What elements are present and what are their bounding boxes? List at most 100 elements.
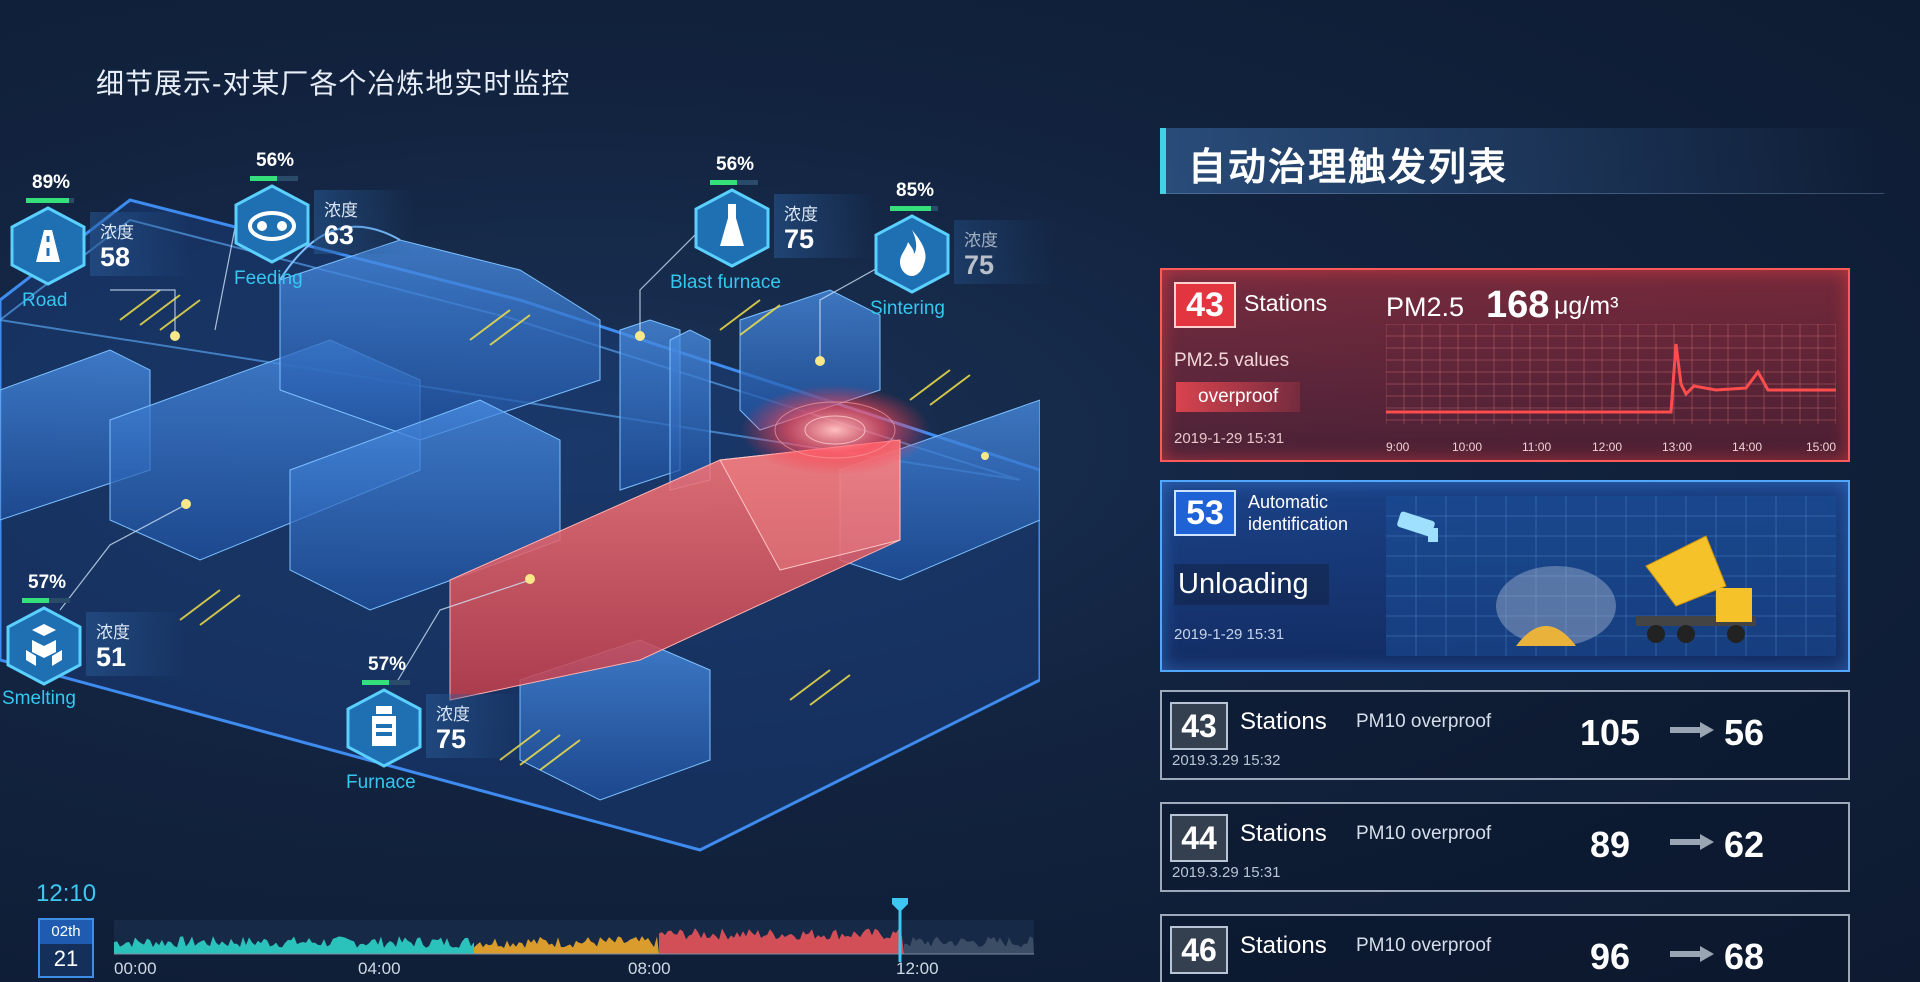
road-icon — [10, 206, 86, 286]
panel-header: 自动治理触发列表 — [1160, 128, 1884, 194]
site-percent-bar — [26, 198, 74, 203]
site-name: Smelting — [2, 688, 76, 709]
timeline-activity-segment — [659, 928, 904, 954]
page-title: 细节展示-对某厂各个冶炼地实时监控 — [96, 68, 571, 99]
site-value: 51 — [96, 642, 127, 672]
timeline-tick: 00:00 — [114, 959, 157, 978]
site-name: Blast furnace — [670, 272, 781, 293]
site-percent: 56% — [256, 150, 295, 171]
panel-title: 自动治理触发列表 — [1188, 147, 1509, 189]
blast-furnace-icon — [694, 188, 770, 268]
timeline-track[interactable] — [114, 918, 1034, 956]
site-value: 75 — [784, 224, 815, 254]
site-percent-fill — [250, 176, 277, 181]
chart-tick: 11:00 — [1522, 440, 1552, 454]
identify-label-line2: identification — [1248, 514, 1349, 534]
value-after: 62 — [1724, 824, 1765, 865]
station-count-label: Stations — [1240, 820, 1327, 847]
site-value: 75 — [964, 250, 995, 280]
unloading-camera-view — [1386, 496, 1836, 656]
date-selector[interactable]: 02th 21 — [38, 918, 94, 978]
alert-description: PM2.5 values — [1174, 350, 1290, 371]
alert-card-unloading[interactable]: 53 Automatic identification Unloading 20… — [1160, 480, 1850, 672]
site-percent-fill — [22, 598, 50, 603]
status-badge: overproof — [1176, 382, 1301, 412]
station-count-badge: 46 — [1170, 926, 1228, 974]
timeline-tick: 08:00 — [628, 959, 671, 978]
furnace-icon — [346, 688, 422, 768]
timeline-activity-segment — [904, 936, 1034, 954]
factory-illustration — [0, 198, 1040, 852]
value-before: 89 — [1589, 824, 1631, 865]
timeline-tick: 12:00 — [896, 959, 939, 978]
alert-card-pm25[interactable]: 43 Stations PM2.5 168 μg/m³ PM2.5 values… — [1160, 268, 1850, 462]
station-count-badge: 53 — [1174, 490, 1236, 536]
timeline-playhead[interactable] — [888, 896, 912, 964]
chart-tick: 9:00 — [1386, 440, 1410, 454]
timeline-activity-segment — [474, 936, 659, 954]
station-count-badge: 44 — [1170, 814, 1228, 862]
alert-description: PM10 overproof — [1356, 823, 1492, 844]
date-number: 21 — [53, 946, 79, 971]
site-percent: 57% — [28, 572, 67, 593]
value-after: 68 — [1724, 936, 1765, 977]
station-count-label: Stations — [1244, 290, 1328, 316]
alert-list-item[interactable]: 43 Stations PM10 overproof 2019.3.29 15:… — [1160, 690, 1850, 780]
site-metric-label: 浓度 — [964, 231, 998, 250]
camera-icon — [1397, 511, 1438, 542]
site-value: 75 — [436, 724, 467, 754]
site-percent-fill — [710, 180, 737, 185]
alert-time: 2019-1-29 15:31 — [1174, 626, 1285, 643]
chart-tick: 13:00 — [1662, 440, 1693, 454]
station-count-badge: 43 — [1170, 702, 1228, 750]
site-value: 58 — [100, 242, 131, 272]
site-name: Sintering — [870, 298, 945, 319]
timeline-tick: 04:00 — [358, 959, 401, 978]
chart-tick: 10:00 — [1452, 440, 1483, 454]
site-percent-fill — [362, 680, 390, 685]
site-name: Feeding — [234, 268, 303, 289]
event-badge: Unloading — [1174, 564, 1329, 605]
station-count-badge: 43 — [1174, 282, 1236, 328]
alert-list-item[interactable]: 46 Stations PM10 overproof 96 68 — [1160, 914, 1850, 982]
pm25-trend-chart — [1386, 324, 1836, 424]
pollutant-name: PM2.5 — [1386, 292, 1465, 322]
chart-tick: 15:00 — [1806, 440, 1837, 454]
timeline-activity-segment — [114, 936, 474, 954]
site-metric-label: 浓度 — [324, 201, 358, 220]
site-percent-bar — [362, 680, 410, 685]
site-metric-label: 浓度 — [784, 205, 818, 224]
value-before: 96 — [1589, 936, 1631, 977]
site-percent: 89% — [32, 172, 71, 193]
station-count-label: Stations — [1240, 708, 1327, 735]
site-name: Furnace — [346, 772, 416, 793]
site-metric-label: 浓度 — [100, 223, 134, 242]
site-percent-bar — [250, 176, 298, 181]
current-time: 12:10 — [36, 880, 97, 907]
alert-time: 2019-1-29 15:31 — [1174, 430, 1285, 447]
blocks-icon — [6, 606, 82, 686]
conveyor-icon — [234, 184, 310, 264]
site-metric-label: 浓度 — [96, 623, 130, 642]
alert-time: 2019.3.29 15:32 — [1172, 752, 1281, 769]
site-value: 63 — [324, 220, 355, 250]
pollutant-unit: μg/m³ — [1554, 292, 1619, 320]
chart-tick: 12:00 — [1592, 440, 1623, 454]
site-percent-bar — [22, 598, 70, 603]
alert-list-item[interactable]: 44 Stations PM10 overproof 2019.3.29 15:… — [1160, 802, 1850, 892]
site-percent: 56% — [716, 154, 755, 175]
site-name: Road — [22, 290, 68, 311]
value-after: 56 — [1724, 712, 1765, 753]
site-percent: 85% — [896, 180, 935, 201]
flame-icon — [874, 214, 950, 294]
